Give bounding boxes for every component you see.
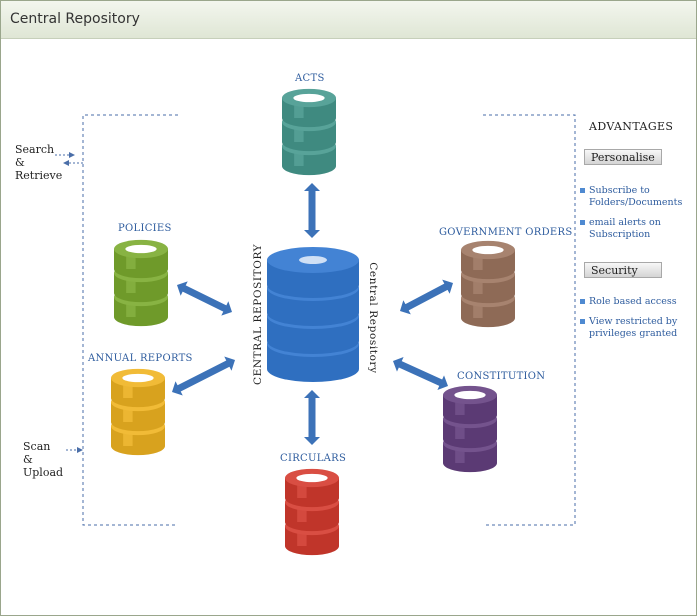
label-circulars: CIRCULARS	[280, 453, 347, 464]
left-bracket	[82, 114, 178, 526]
page-title: Central Repository	[10, 11, 140, 27]
acts-link-arrow-icon	[304, 183, 320, 238]
acts-stack-icon[interactable]	[282, 88, 336, 176]
label-constitution: CONSTITUTION	[457, 371, 546, 382]
annual-reports-stack-icon[interactable]	[111, 368, 165, 456]
policies-stack-icon[interactable]	[114, 239, 168, 327]
label-annual-reports: ANNUAL REPORTS	[88, 353, 193, 364]
right-bracket	[483, 114, 576, 526]
circulars-stack-icon[interactable]	[285, 468, 339, 556]
center-label-left: CENTRAL REPOSITORY	[252, 243, 264, 385]
government-orders-link-arrow-icon	[400, 279, 453, 315]
header-bar: Central Repository	[1, 1, 696, 39]
center-label-right: Central Repository	[367, 262, 379, 374]
personalise-item-2: email alerts on Subscription	[580, 217, 689, 240]
scan-upload-label[interactable]: Scan&Upload	[23, 440, 64, 479]
security-item-2: View restricted by privileges granted	[580, 316, 689, 339]
personalise-item-1: Subscribe to Folders/Documents	[580, 185, 697, 208]
label-acts: ACTS	[295, 73, 325, 84]
annual-reports-link-arrow-icon	[172, 356, 236, 396]
security-item-1: Role based access	[580, 296, 677, 308]
label-government-orders: GOVERNMENT ORDERS	[439, 227, 573, 238]
security-button[interactable]: Security	[584, 262, 662, 278]
personalise-button[interactable]: Personalise	[584, 149, 662, 165]
government-orders-stack-icon[interactable]	[461, 240, 515, 328]
constitution-link-arrow-icon	[393, 357, 448, 390]
label-policies: POLICIES	[118, 223, 172, 234]
search-retrieve-label[interactable]: Search&Retrieve	[15, 143, 63, 182]
policies-link-arrow-icon	[177, 281, 233, 316]
advantages-title: ADVANTAGES	[589, 120, 674, 133]
constitution-stack-icon[interactable]	[443, 385, 497, 473]
circulars-link-arrow-icon	[304, 390, 320, 445]
central-repository-icon[interactable]	[267, 247, 359, 382]
